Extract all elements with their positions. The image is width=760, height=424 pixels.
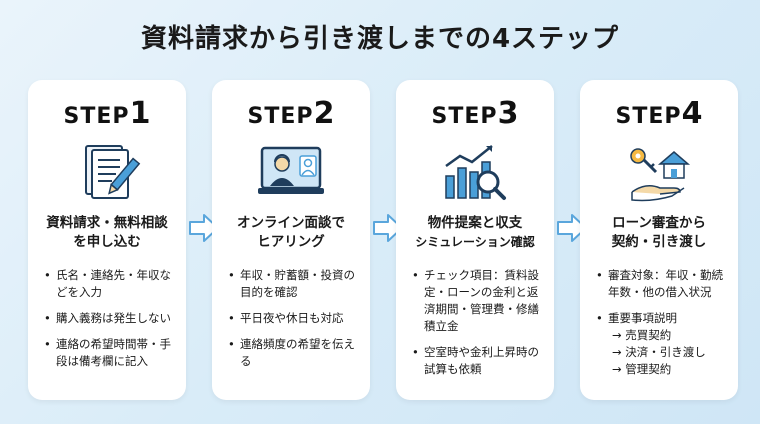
list-item: 空室時や金利上昇時の試算も依頼 [412,344,548,378]
heading-line: 物件提案と収支 [427,215,523,231]
step-word: STEP [431,104,498,129]
step-number: 4 [681,96,703,131]
heading-line: 資料請求・無料相談 [46,215,168,231]
bullet-list: チェック項目：賃料設定・ローンの金利と返済期間・管理費・修繕積立金 空室時や金利… [412,267,548,387]
document-pen-icon [85,145,141,199]
arrow-right-icon [373,214,403,242]
page-title: 資料請求から引き渡しまでの4ステップ [140,24,620,54]
list-sub-item: → 管理契約 [612,362,672,376]
step-number: 2 [313,96,335,131]
heading-line: シミュレーション確認 [415,235,535,249]
step-label: STEP3 [396,96,554,131]
list-sub-item: → 決済・引き渡し [612,345,706,359]
step-heading: オンライン面談で ヒアリング [218,214,364,252]
heading-line: ローン審査から [612,215,706,231]
step-heading: 資料請求・無料相談 を申し込む [34,214,180,252]
bullet-list: 氏名・連絡先・年収などを入力 購入義務は発生しない 連絡の希望時間帯・手段は備考… [44,267,180,379]
step-heading: 物件提案と収支 シミュレーション確認 [402,214,548,252]
hand-house-key-icon [630,148,691,202]
bullet-list: 審査対象：年収・勤続年数・他の借入状況 重要事項説明 → 売買契約 → 決済・引… [596,267,732,378]
step-label: STEP2 [212,96,370,131]
list-item: 連絡頻度の希望を伝える [228,336,364,370]
bullet-list: 年収・貯蓄額・投資の目的を確認 平日夜や休日も対応 連絡頻度の希望を伝える [228,267,364,379]
list-item: 氏名・連絡先・年収などを入力 [44,267,180,301]
step-number: 1 [129,96,151,131]
step-heading: ローン審査から 契約・引き渡し [586,214,732,252]
step-word: STEP [63,104,130,129]
list-item: チェック項目：賃料設定・ローンの金利と返済期間・管理費・修繕積立金 [412,267,548,335]
heading-line: を申し込む [73,234,141,250]
list-sub-item: → 売買契約 [612,328,672,342]
heading-line: オンライン面談で [237,215,345,231]
step-label: STEP1 [28,96,186,131]
step-word: STEP [247,104,314,129]
step-label: STEP4 [580,96,738,131]
heading-line: ヒアリング [257,234,325,250]
list-item: 年収・貯蓄額・投資の目的を確認 [228,267,364,301]
list-item: 購入義務は発生しない [44,310,180,327]
arrow-right-icon [189,214,219,242]
step-card-2: STEP2 オンライン面談で ヒアリング 年収・貯蓄額・投資の目的を確認 平日夜… [212,80,370,400]
step-card-1: STEP1 資料請求・無料相談 を申し込む 氏名・連絡先・年収などを入力 購入義… [28,80,186,400]
list-item: 連絡の希望時間帯・手段は備考欄に記入 [44,336,180,370]
heading-line: 契約・引き渡し [611,234,707,250]
step-word: STEP [615,104,682,129]
list-item: 審査対象：年収・勤続年数・他の借入状況 [596,267,732,301]
online-meeting-icon [258,146,324,194]
step-number: 3 [497,96,519,131]
step-card-3: STEP3 物件提案と収支 シミュレーション確認 チェック項目：賃料設定・ローン… [396,80,554,400]
chart-magnifier-icon [445,145,506,200]
step-card-4: STEP4 ローン審査から 契約・引き渡し 審査対象：年収・勤続年数・他の借入状… [580,80,738,400]
list-item: 平日夜や休日も対応 [228,310,364,327]
list-item: 重要事項説明 [596,310,732,327]
arrow-right-icon [557,214,587,242]
